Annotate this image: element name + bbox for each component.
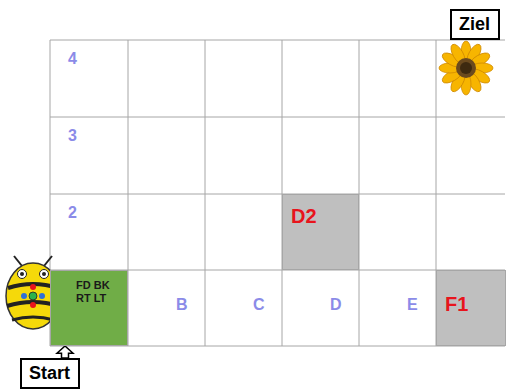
row-cell: 2 xyxy=(50,194,128,270)
cell-label: FD BK RT LT xyxy=(76,279,116,304)
cell-label: D xyxy=(330,296,342,314)
start-cell: FD BK RT LT xyxy=(50,270,128,346)
start-box: Start xyxy=(20,358,80,389)
start-arrow xyxy=(57,346,73,358)
column-cell: D xyxy=(282,270,359,346)
cell-label: E xyxy=(407,296,418,314)
column-cell: E xyxy=(359,270,436,346)
row-cell: 3 xyxy=(50,117,128,194)
goal-box: Ziel xyxy=(450,9,500,40)
cell-label: C xyxy=(253,296,265,314)
blocked-cell: F1 xyxy=(436,270,506,346)
cell-label: 3 xyxy=(68,127,77,145)
cell-label: Start xyxy=(29,363,70,384)
cell-label: 4 xyxy=(68,50,77,68)
cell-label: F1 xyxy=(445,293,468,316)
column-cell: C xyxy=(205,270,282,346)
grid-lines xyxy=(50,40,505,346)
cell-label: B xyxy=(176,296,188,314)
blocked-cell: D2 xyxy=(282,194,359,270)
cell-label: D2 xyxy=(291,205,317,228)
cell-label: Ziel xyxy=(459,14,490,35)
cell-label: 2 xyxy=(68,204,77,222)
sunflower xyxy=(439,41,493,95)
column-cell: B xyxy=(128,270,205,346)
row-cell: 4 xyxy=(50,40,128,117)
